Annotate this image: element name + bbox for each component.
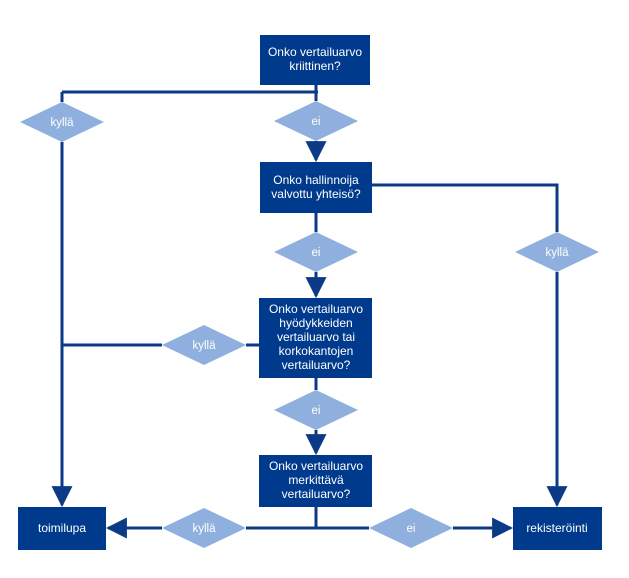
outcome-box-registration: rekisteröinti (513, 507, 602, 550)
decision-q4-no: ei (369, 508, 453, 548)
q4-line: merkittävä (288, 473, 344, 487)
decision-label: kyllä (50, 117, 74, 129)
decision-q2-yes: kyllä (515, 232, 599, 272)
q1-line: Onko vertailuarvo (268, 45, 362, 59)
decision-q1-yes: kyllä (20, 102, 104, 142)
connector-q1-split (60, 85, 318, 102)
decision-label: kyllä (192, 340, 216, 352)
q3-line: Onko vertailuarvo (269, 302, 363, 316)
q3-line: vertailuarvo tai (277, 330, 355, 344)
decision-label: kyllä (192, 523, 216, 535)
decision-label: ei (312, 116, 321, 128)
outcome-license-label: toimilupa (38, 521, 86, 535)
outcome-box-license: toimilupa (18, 507, 106, 550)
decision-q3-no: ei (274, 390, 358, 430)
q2-line: Onko hallinnoija (273, 173, 359, 187)
decision-label: ei (312, 247, 321, 259)
q4-line: vertailuarvo? (282, 487, 351, 501)
q2-line: valvottu yhteisö? (271, 187, 361, 201)
decision-label: kyllä (545, 247, 569, 259)
decision-q2-no: ei (274, 232, 358, 272)
outcome-registration-label: rekisteröinti (526, 521, 587, 535)
decision-label: ei (312, 405, 321, 417)
q3-line: korkokantojen (279, 344, 354, 358)
q1-line: kriittinen? (289, 59, 341, 73)
connector-q4-split (246, 507, 369, 530)
q3-line: vertailuarvo? (282, 358, 351, 372)
connector-q2-yes (372, 183, 559, 232)
q3-line: hyödykkeiden (279, 316, 352, 330)
q4-line: Onko vertailuarvo (269, 459, 363, 473)
decision-label: ei (407, 523, 416, 535)
decision-q4-yes: kyllä (162, 508, 246, 548)
decision-q3-yes: kyllä (162, 325, 246, 365)
decision-q1-no: ei (274, 101, 358, 141)
